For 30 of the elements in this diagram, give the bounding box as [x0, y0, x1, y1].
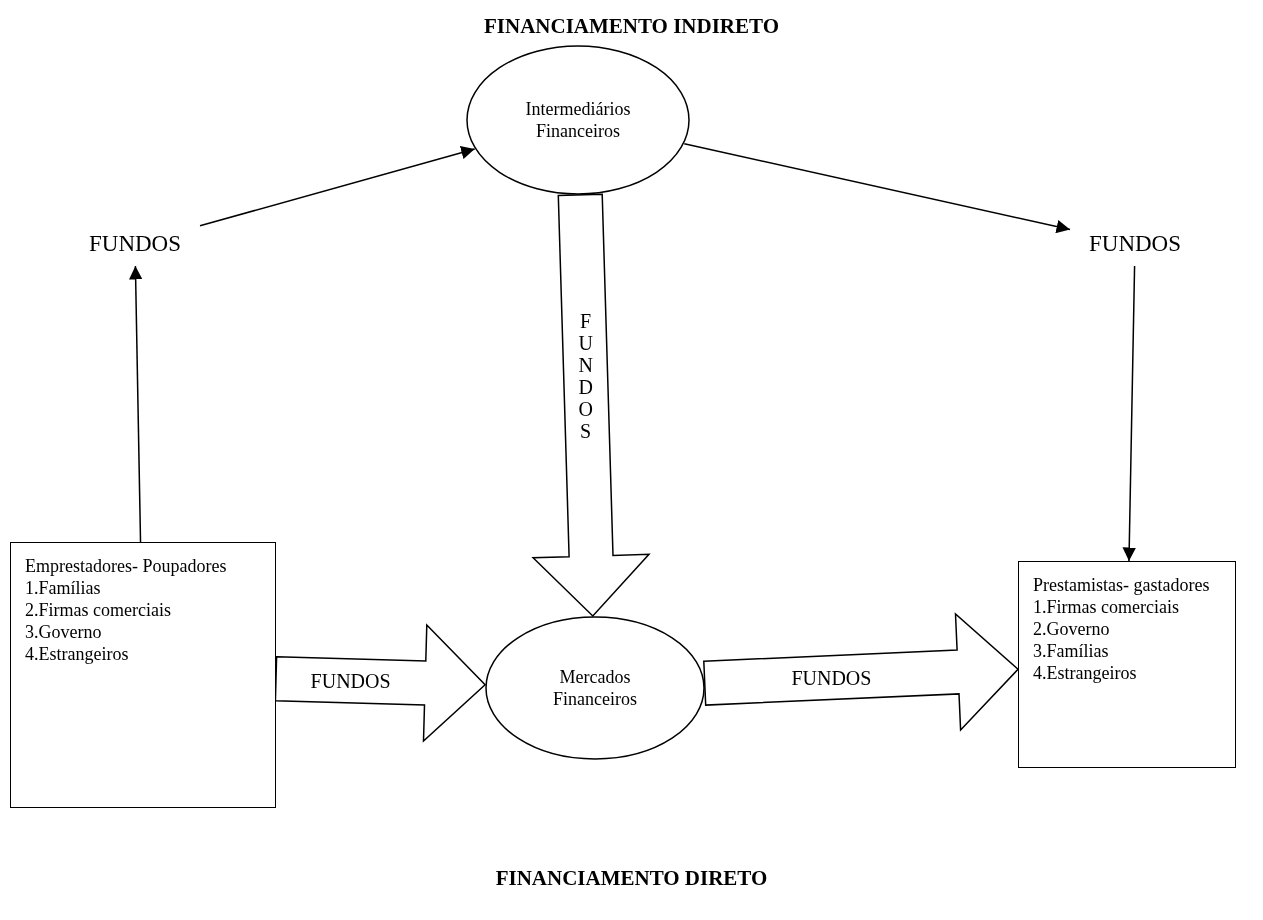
node-label: FUNDOS [1089, 231, 1181, 257]
list-item: 1.Famílias [25, 577, 102, 599]
list-item: 4.Estrangeiros [1033, 662, 1138, 684]
block-arrow [274, 623, 487, 743]
block-arrow [531, 193, 651, 618]
entity-box [10, 542, 276, 808]
list-item: 3.Famílias [1033, 640, 1110, 662]
arrow [1122, 265, 1136, 562]
arrow [683, 142, 1071, 234]
block-arrow [703, 612, 1020, 732]
edge-label: FUNDOS [791, 665, 872, 690]
list-item: 1.Firmas comerciais [1033, 596, 1180, 618]
list-item: 2.Governo [1033, 618, 1111, 640]
caption: FINANCIAMENTO DIRETO [494, 866, 769, 891]
ellipse-node [485, 616, 705, 760]
box-heading: Emprestadores- Poupadores [25, 555, 228, 577]
entity-box [1018, 561, 1236, 768]
node-label: Intermediários Financeiros [524, 98, 632, 142]
box-heading: Prestamistas- gastadores [1033, 574, 1211, 596]
list-item: 4.Estrangeiros [25, 643, 130, 665]
list-item: 2.Firmas comerciais [25, 599, 172, 621]
ellipse-node [466, 45, 690, 195]
arrow [128, 265, 143, 543]
list-item: 3.Governo [25, 621, 103, 643]
arrow [199, 146, 476, 227]
node-label: FUNDOS [89, 231, 181, 257]
title: FINANCIAMENTO INDIRETO [483, 14, 780, 39]
node-label: Mercados Financeiros [552, 666, 638, 710]
edge-label: FUNDOS [310, 668, 391, 693]
edge-label: FUNDOS [573, 309, 598, 442]
